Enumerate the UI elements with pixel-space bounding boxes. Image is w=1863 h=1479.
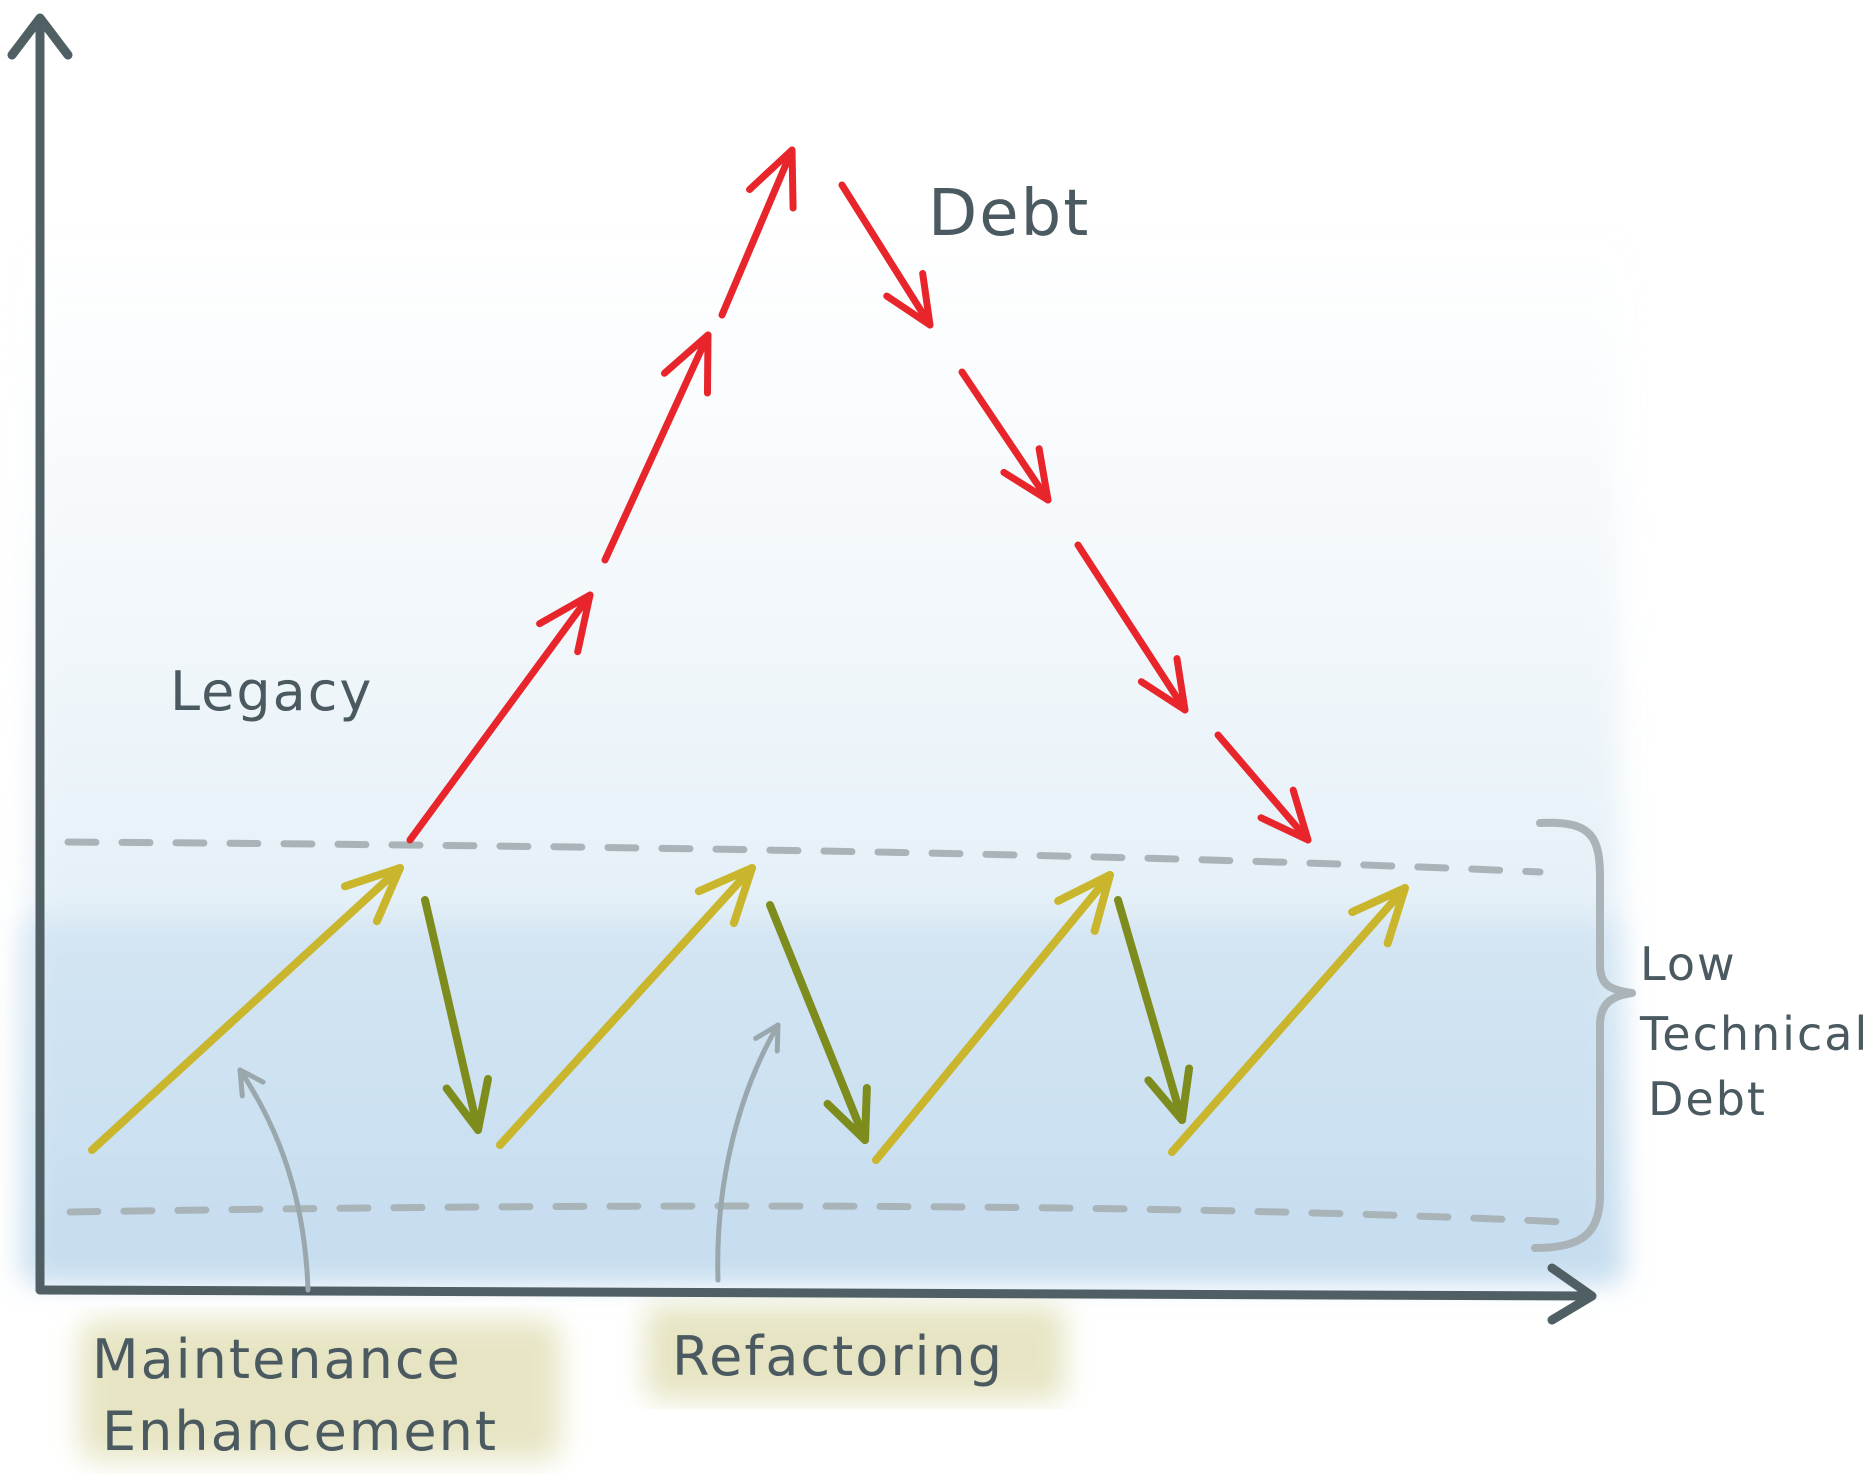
arrow-up-icon bbox=[7, 13, 73, 60]
band-lines bbox=[64, 838, 1569, 1226]
debt-arrows bbox=[406, 146, 1312, 844]
refactoring-highlight bbox=[645, 1305, 1065, 1400]
maintenance-enhancement-label: Maintenance Enhancement bbox=[92, 1328, 498, 1463]
refactoring-down-arrow bbox=[766, 901, 871, 1144]
pointer-arrows bbox=[237, 1022, 781, 1293]
upper-dashed-line bbox=[64, 838, 1544, 876]
debt-down-arrow bbox=[1074, 541, 1189, 714]
debt-up-arrow bbox=[601, 331, 712, 564]
arrow-right-icon bbox=[1547, 1263, 1597, 1325]
maintenance-pointer-arrow bbox=[237, 1067, 311, 1293]
maintenance-up-arrow bbox=[1168, 884, 1409, 1156]
maintenance-up-arrow bbox=[496, 864, 756, 1149]
maintenance-up-arrow bbox=[88, 864, 404, 1154]
debt-down-arrow bbox=[1214, 731, 1312, 844]
maintenance-label: Maintenance bbox=[92, 1328, 462, 1391]
refactoring-down-arrow bbox=[1114, 896, 1194, 1124]
watercolor-background bbox=[20, 230, 1620, 1280]
refactoring-pointer-arrow bbox=[715, 1022, 781, 1283]
debt-up-arrow bbox=[406, 591, 594, 844]
label-highlights bbox=[80, 1305, 1065, 1460]
debt-down-arrow bbox=[958, 368, 1052, 504]
refactoring-label: Refactoring bbox=[672, 1325, 1004, 1388]
low-label: Low bbox=[1640, 937, 1737, 991]
debt-up-arrow bbox=[718, 146, 797, 319]
debt-down-arrow bbox=[838, 181, 934, 329]
maintenance-highlight bbox=[80, 1320, 560, 1460]
legacy-label: Legacy bbox=[170, 660, 373, 723]
maintenance-up-arrow bbox=[872, 871, 1114, 1164]
x-axis bbox=[35, 1285, 1595, 1301]
axes bbox=[7, 13, 1597, 1325]
low-technical-debt-label: Low Technical Debt bbox=[1639, 937, 1863, 1126]
technical-label: Technical bbox=[1639, 1007, 1863, 1061]
enhancement-label: Enhancement bbox=[102, 1400, 498, 1463]
maintenance-arrows bbox=[88, 864, 1409, 1164]
debt-label: Debt bbox=[928, 177, 1090, 251]
refactoring-arrows bbox=[421, 896, 1194, 1144]
brace-icon bbox=[1531, 818, 1636, 1252]
debt-label-small: Debt bbox=[1648, 1072, 1767, 1126]
refactoring-down-arrow bbox=[421, 896, 492, 1134]
